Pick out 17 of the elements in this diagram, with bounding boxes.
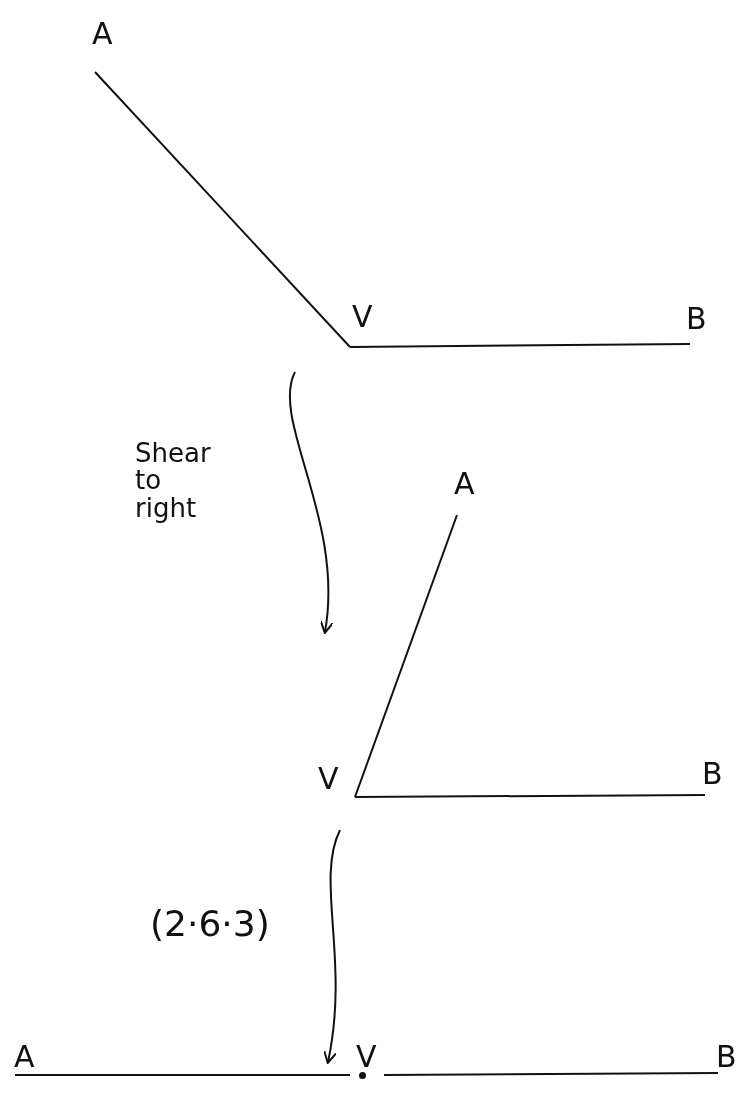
point-label: B — [700, 755, 734, 795]
point-label: B — [682, 300, 716, 344]
line-segment — [354, 794, 706, 798]
line-segment — [94, 71, 351, 348]
annotation-text: Shear to right — [135, 440, 212, 522]
line-segment — [383, 1072, 719, 1076]
annotation-text: (2·6·3) — [150, 905, 271, 943]
point-label: A — [450, 465, 486, 515]
point-label: V — [316, 762, 356, 797]
line-segment — [354, 514, 458, 798]
line-segment — [14, 1074, 351, 1076]
point-label: A — [10, 1040, 44, 1075]
line-segment — [349, 343, 691, 348]
point-label: V — [348, 298, 382, 347]
point-label: V — [350, 1040, 384, 1080]
point-label: A — [88, 15, 122, 72]
point-label: B — [712, 1040, 741, 1073]
